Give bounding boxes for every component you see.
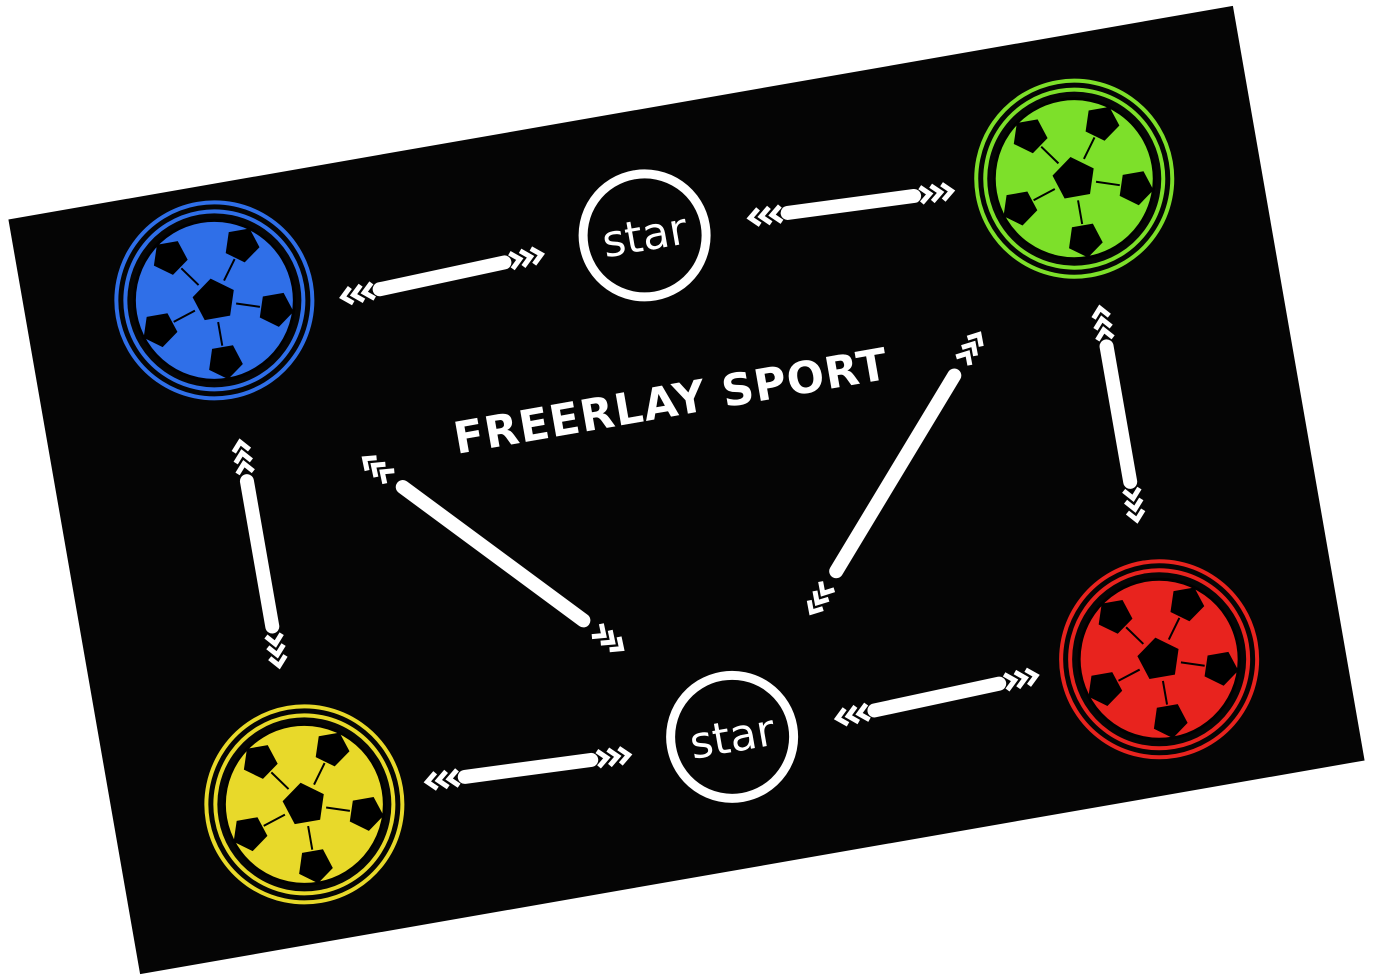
arrow-green-star-diagonal (806, 331, 984, 616)
arrow-green-red (1091, 304, 1146, 524)
blue-ball-icon (114, 200, 315, 401)
mat-artwork (114, 78, 1260, 905)
arrow-blue-star-diagonal (361, 455, 625, 653)
green-ball-icon (974, 78, 1175, 279)
arrow-star-red (833, 667, 1040, 727)
arrow-star-green (746, 182, 956, 227)
yellow-ball-icon (204, 704, 405, 905)
arrow-blue-star (339, 246, 546, 306)
red-ball-icon (1059, 559, 1260, 760)
arrow-blue-yellow (231, 438, 288, 670)
arrow-yellow-star (423, 746, 633, 791)
training-mat: FREERLAY SPORT star star (8, 5, 1365, 975)
